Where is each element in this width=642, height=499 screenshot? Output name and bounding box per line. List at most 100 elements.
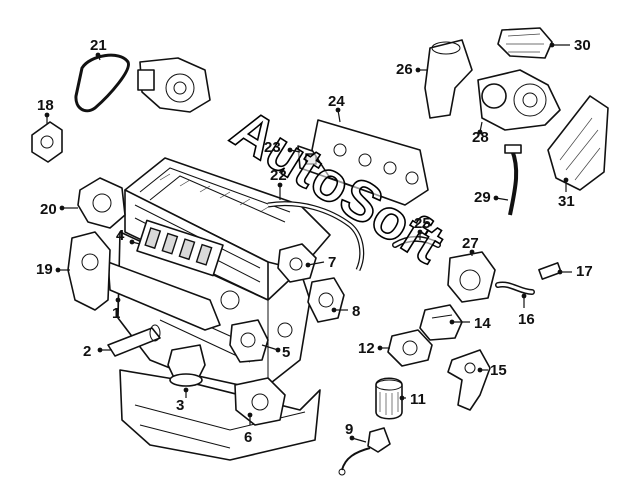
leader-dot-23 bbox=[287, 147, 293, 153]
callout-15: 15 bbox=[477, 362, 507, 379]
engine-mount-bracket-part bbox=[447, 349, 491, 411]
callout-27: 27 bbox=[462, 235, 479, 256]
turbo-elbow-part bbox=[424, 39, 473, 119]
leader-dot-16 bbox=[521, 293, 527, 299]
turbo-heat-shield-top-part bbox=[497, 27, 553, 59]
callout-number-9: 9 bbox=[345, 421, 353, 438]
leader-dot-21 bbox=[95, 52, 101, 58]
callout-30: 30 bbox=[549, 37, 591, 54]
callout-17: 17 bbox=[557, 263, 593, 280]
leader-dot-11 bbox=[399, 395, 405, 401]
turbocharger-part bbox=[477, 69, 561, 131]
callout-23: 23 bbox=[264, 139, 301, 156]
callout-18: 18 bbox=[37, 97, 54, 124]
callout-22: 22 bbox=[270, 167, 287, 200]
leader-dot-18 bbox=[44, 112, 50, 118]
leader-dot-19 bbox=[55, 267, 61, 273]
leader-dot-15 bbox=[477, 367, 483, 373]
callout-number-21: 21 bbox=[90, 37, 107, 54]
leader-dot-3 bbox=[183, 387, 189, 393]
egr-pipe-part bbox=[267, 201, 365, 272]
exhaust-manifold-part bbox=[311, 119, 429, 206]
callout-number-19: 19 bbox=[36, 261, 53, 278]
callout-number-6: 6 bbox=[244, 429, 252, 446]
leader-dot-20 bbox=[59, 205, 65, 211]
oil-filter-part bbox=[375, 377, 403, 420]
leader-dot-6 bbox=[247, 412, 253, 418]
callout-number-29: 29 bbox=[474, 189, 491, 206]
leader-dot-8 bbox=[331, 307, 337, 313]
thermostat-flange-part bbox=[31, 121, 63, 163]
callout-number-2: 2 bbox=[83, 343, 91, 360]
leader-line-5 bbox=[261, 344, 279, 351]
callout-29: 29 bbox=[474, 189, 509, 206]
callout-number-12: 12 bbox=[358, 340, 375, 357]
callout-number-31: 31 bbox=[558, 193, 575, 210]
callout-number-5: 5 bbox=[282, 344, 290, 361]
leader-dot-5 bbox=[275, 347, 281, 353]
oil-pump-housing-part bbox=[234, 377, 286, 426]
callout-6: 6 bbox=[244, 412, 253, 446]
callout-number-27: 27 bbox=[462, 235, 479, 252]
callout-31: 31 bbox=[558, 177, 575, 210]
callout-16: 16 bbox=[518, 293, 535, 328]
callout-number-16: 16 bbox=[518, 311, 535, 328]
callout-21: 21 bbox=[90, 37, 107, 61]
callout-14: 14 bbox=[449, 315, 491, 332]
leader-dot-2 bbox=[97, 347, 103, 353]
callout-number-15: 15 bbox=[490, 362, 507, 379]
callout-19: 19 bbox=[36, 261, 70, 278]
small-hose-part bbox=[538, 262, 562, 280]
timing-cover-part bbox=[67, 231, 111, 311]
callout-11: 11 bbox=[399, 391, 426, 408]
callout-26: 26 bbox=[396, 61, 428, 78]
intake-manifold-part bbox=[107, 261, 221, 331]
leader-dot-26 bbox=[415, 67, 421, 73]
leader-dot-22 bbox=[277, 182, 283, 188]
callout-7: 7 bbox=[305, 254, 336, 271]
oil-pickup-part bbox=[167, 344, 206, 387]
leader-dot-25 bbox=[417, 229, 423, 235]
leader-dot-12 bbox=[377, 345, 383, 351]
leader-dot-28 bbox=[477, 129, 483, 135]
leader-dot-4 bbox=[129, 239, 135, 245]
callout-number-22: 22 bbox=[270, 167, 287, 184]
intake-gasket-part bbox=[136, 219, 224, 277]
leader-dot-27 bbox=[469, 249, 475, 255]
leader-dot-29 bbox=[493, 195, 499, 201]
leader-dot-14 bbox=[449, 319, 455, 325]
turbo-heat-shield-side-part bbox=[547, 95, 609, 191]
callout-20: 20 bbox=[40, 201, 78, 218]
leader-dot-9 bbox=[349, 435, 355, 441]
water-outlet-housing-part bbox=[77, 177, 126, 229]
callout-number-4: 4 bbox=[116, 227, 125, 244]
callout-number-14: 14 bbox=[474, 315, 491, 332]
callout-5: 5 bbox=[261, 344, 290, 361]
callout-24: 24 bbox=[328, 93, 345, 123]
breather-hose-part bbox=[495, 281, 535, 295]
callout-number-26: 26 bbox=[396, 61, 413, 78]
callout-25: 25 bbox=[414, 215, 431, 240]
callout-number-20: 20 bbox=[40, 201, 57, 218]
callout-8: 8 bbox=[331, 303, 360, 320]
callout-number-23: 23 bbox=[264, 139, 281, 156]
vacuum-pump-part bbox=[307, 277, 345, 323]
sensor-bracket-part bbox=[419, 304, 463, 341]
callout-4: 4 bbox=[116, 227, 141, 245]
leader-dot-31 bbox=[563, 177, 569, 183]
leader-dot-1 bbox=[115, 297, 121, 303]
callout-number-17: 17 bbox=[576, 263, 593, 280]
callout-28: 28 bbox=[472, 121, 489, 146]
callout-3: 3 bbox=[176, 387, 189, 414]
leader-dot-7 bbox=[305, 262, 311, 268]
drive-belt-part bbox=[74, 53, 130, 113]
callout-number-28: 28 bbox=[472, 129, 489, 146]
thermostat-housing-part bbox=[447, 251, 496, 303]
leader-dot-17 bbox=[557, 269, 563, 275]
callout-1: 1 bbox=[112, 297, 121, 322]
callout-number-24: 24 bbox=[328, 93, 345, 110]
callout-number-11: 11 bbox=[410, 391, 426, 408]
leader-dot-30 bbox=[549, 42, 555, 48]
